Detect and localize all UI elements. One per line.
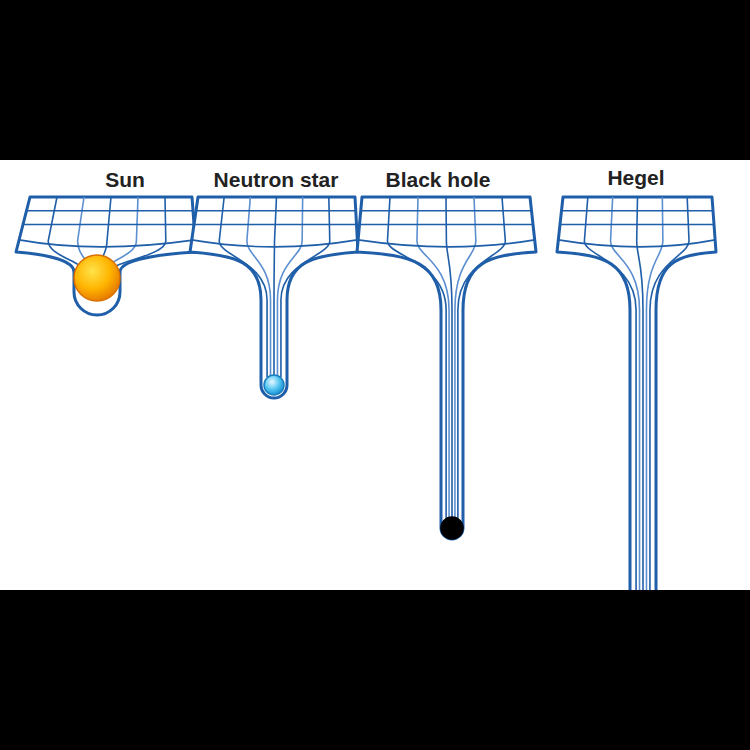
grid-line	[358, 240, 535, 247]
sheet-outline	[357, 197, 536, 539]
funnel-grid	[190, 197, 358, 398]
grid-line	[650, 197, 689, 602]
mass-ball	[441, 517, 463, 539]
grid-line	[446, 197, 452, 521]
grid-line	[194, 224, 357, 226]
object-label: Neutron star	[214, 168, 339, 192]
grid-line	[23, 224, 194, 226]
funnel-grid	[557, 197, 716, 623]
mass-ball	[74, 255, 120, 301]
grid-line	[611, 197, 640, 602]
grid-line	[646, 197, 662, 602]
grid-line	[19, 240, 195, 247]
grid-line	[558, 240, 715, 247]
top-bar	[0, 0, 750, 160]
sheet-outline	[557, 197, 716, 623]
sheet-outline	[190, 197, 358, 398]
grid-line	[27, 210, 194, 212]
grid-line	[109, 197, 166, 278]
sheet-outline	[16, 197, 196, 315]
grid-line	[361, 210, 532, 212]
grid-line	[192, 240, 358, 247]
grid-line	[584, 197, 636, 602]
funnel-grid	[357, 197, 536, 539]
mass-ball	[264, 375, 284, 395]
grid-line	[637, 197, 643, 602]
object-label: Hegel	[607, 166, 664, 190]
funnel-grid	[16, 197, 196, 315]
bottom-bar	[0, 590, 750, 750]
spacetime-funnels	[16, 197, 716, 623]
grid-line	[560, 224, 714, 226]
object-label: Black hole	[385, 168, 490, 192]
object-label: Sun	[105, 168, 145, 192]
grid-line	[562, 210, 714, 212]
grid-line	[196, 210, 356, 212]
grid-line	[360, 224, 534, 226]
